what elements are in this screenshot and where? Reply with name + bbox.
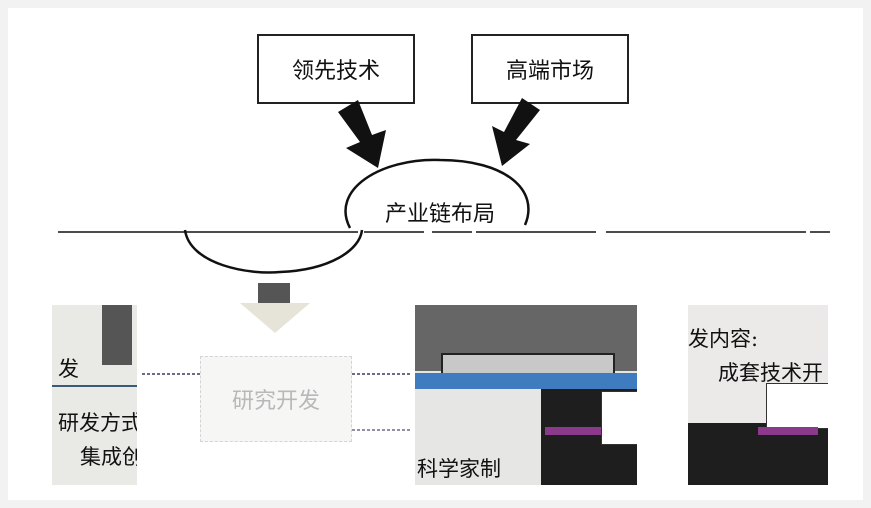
left-panel-bar [102, 305, 132, 365]
leading-tech-label: 领先技术 [291, 59, 380, 84]
right-panel-line2: 成套技术开 [718, 361, 823, 385]
center-panel-purple-bar [545, 427, 607, 435]
lower-ellipse [183, 229, 364, 274]
center-panel-label: 科学家制 [417, 457, 501, 481]
right-panel: 发内容: 成套技术开 [688, 305, 828, 485]
arrow-tech-to-center [338, 100, 386, 168]
down-arrow-head [240, 303, 310, 333]
center-node-label: 产业链布局 [384, 202, 495, 227]
high-end-market-box: 高端市场 [471, 34, 629, 104]
rd-box-label: 研究开发 [231, 389, 320, 414]
left-panel-line3: 集成创 [80, 445, 137, 469]
high-end-market-label: 高端市场 [505, 59, 594, 84]
leading-tech-box: 领先技术 [257, 34, 415, 104]
center-ellipse [344, 158, 530, 229]
left-panel-line1: 发 [58, 357, 79, 381]
center-panel-white-box [601, 391, 637, 445]
right-panel-white-box [766, 383, 828, 429]
right-panel-purple-bar [758, 427, 818, 435]
left-panel-rule [52, 385, 137, 387]
down-arrow-stem [258, 283, 290, 303]
center-panel-band [415, 373, 637, 389]
arrow-market-to-center [492, 98, 540, 166]
left-panel: 发 研发方式 集成创 [52, 305, 137, 485]
rd-box: 研究开发 [200, 356, 352, 442]
left-panel-line2: 研发方式 [58, 411, 137, 435]
center-panel: 科学家制 [415, 305, 637, 485]
right-panel-line1: 发内容: [688, 327, 759, 351]
